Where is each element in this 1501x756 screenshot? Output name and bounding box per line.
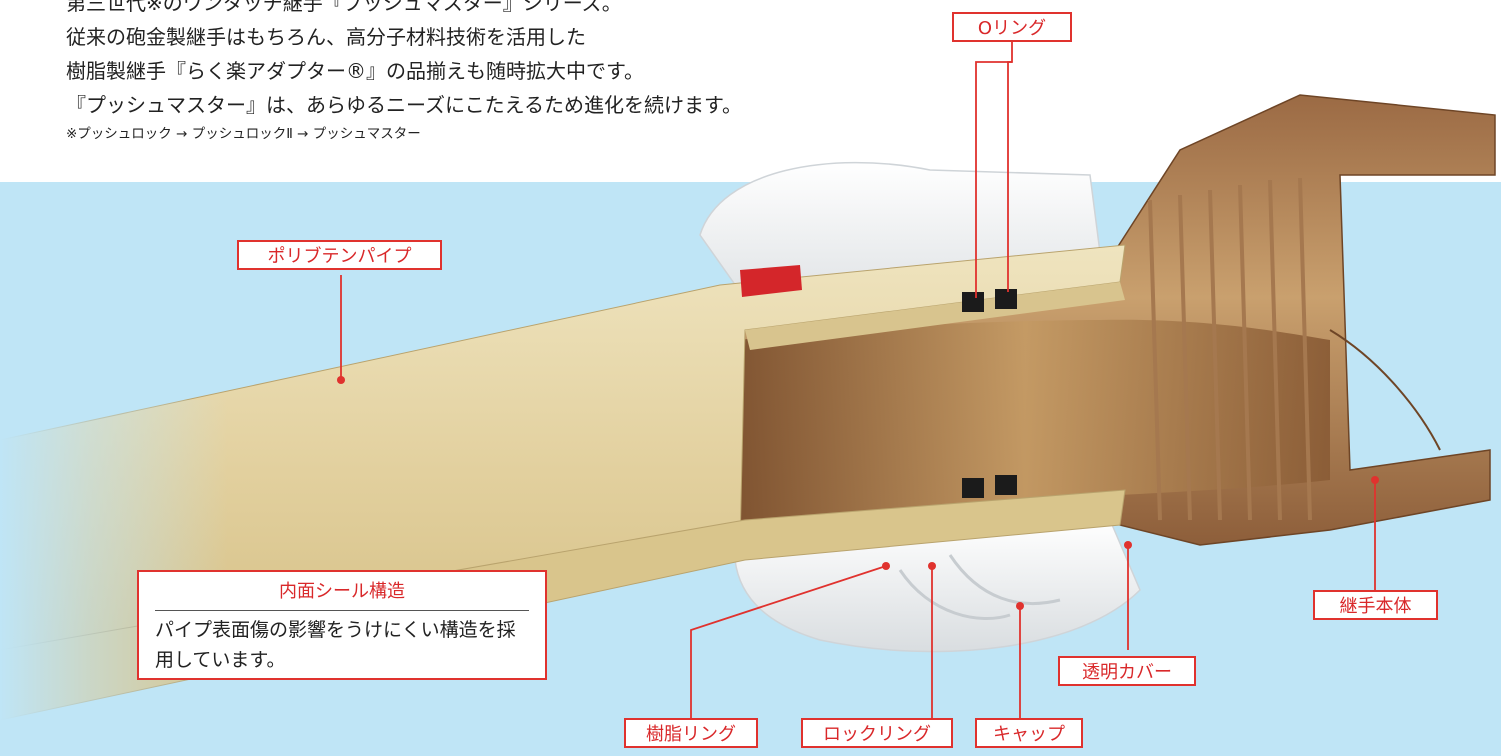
pipe-dot	[337, 376, 345, 384]
clear-cover-label: 透明カバー	[1058, 656, 1196, 686]
fitting-body-shape	[699, 94, 1496, 546]
leader-lines	[340, 42, 1376, 718]
lock-ring-label: ロックリング	[801, 718, 953, 748]
cap-label: キャップ	[975, 718, 1083, 748]
intro-line-2: 従来の砲金製継手はもちろん、高分子材料技術を活用した	[66, 25, 586, 49]
o-ring-seals	[962, 289, 1017, 498]
inner-seal-callout: 内面シール構造 パイプ表面傷の影響をうけにくい構造を採用しています。	[137, 570, 547, 680]
o-ring-leader-2	[1007, 61, 1012, 292]
cap-dot	[1016, 602, 1024, 610]
pipe-label: ポリブテンパイプ	[237, 240, 442, 270]
o-ring-leader-1	[975, 42, 1013, 298]
o-ring-label: Oリング	[952, 12, 1072, 42]
leader-dots	[337, 376, 1379, 610]
inner-seal-description: パイプ表面傷の影響をうけにくい構造を採用しています。	[155, 619, 516, 671]
fitting-body-label: 継手本体	[1313, 590, 1438, 620]
lock-ring-dot	[928, 562, 936, 570]
intro-line-3: 樹脂製継手『らく楽アダプター®』の品揃えも随時拡大中です。	[66, 59, 644, 83]
inner-seal-title: 内面シール構造	[279, 581, 405, 602]
generation-note: ※プッシュロック → プッシュロックⅡ → プッシュマスター	[66, 126, 421, 142]
intro-line-1: 第三世代※のワンタッチ継手『プッシュマスター』シリーズ。	[66, 0, 622, 15]
cap-shape-lower	[734, 519, 1141, 653]
intro-line-4: 『プッシュマスター』は、あらゆるニーズにこたえるため進化を続けます。	[66, 93, 742, 117]
resin-ring-leader	[690, 565, 887, 718]
inner-seal-divider	[155, 610, 529, 611]
cover-dot	[1124, 541, 1132, 549]
body-dot	[1371, 476, 1379, 484]
resin-ring-dot	[882, 562, 890, 570]
intro-text: 第三世代※のワンタッチ継手『プッシュマスター』シリーズ。 従来の砲金製継手はもち…	[66, 0, 742, 145]
resin-ring-label: 樹脂リング	[624, 718, 758, 748]
